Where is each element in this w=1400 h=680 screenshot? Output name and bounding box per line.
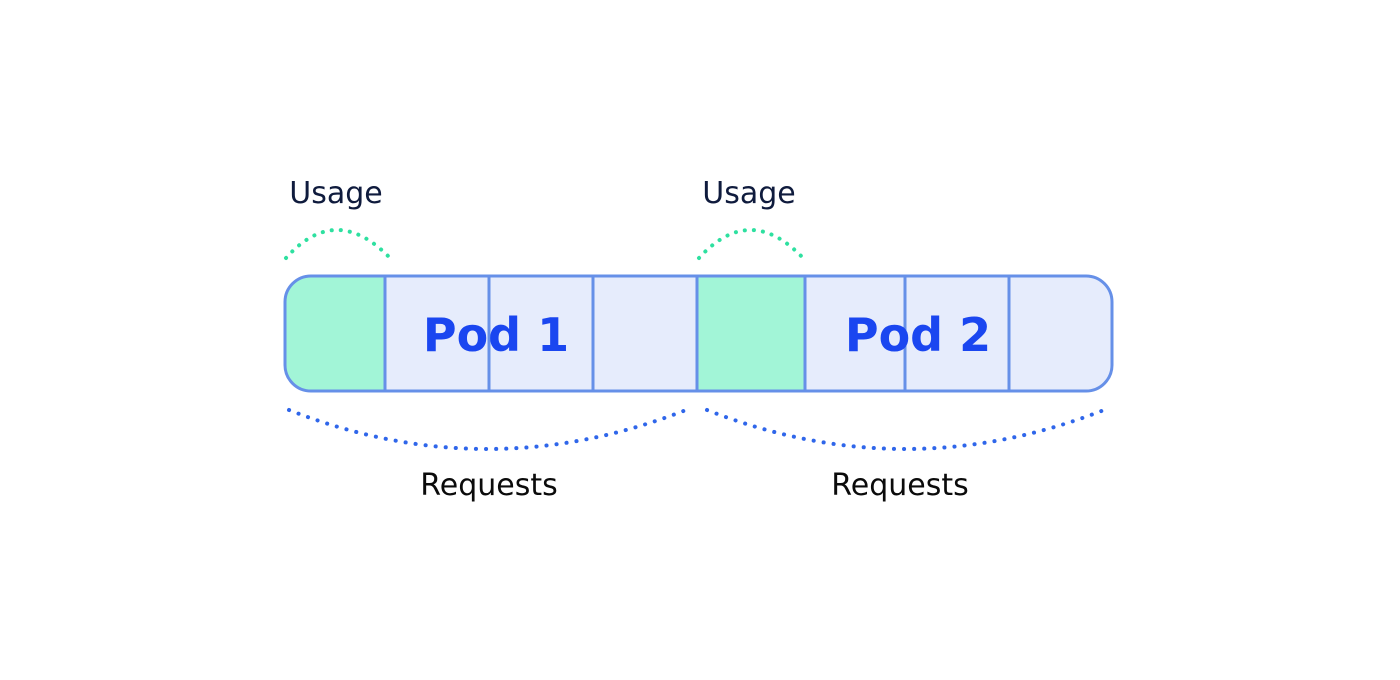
pod-1-label: Pod 1 (423, 308, 569, 362)
pod-2-usage-segment (697, 276, 805, 391)
pod-1-usage-segment (285, 276, 385, 391)
pod-1-requests-arc (287, 408, 688, 451)
pod-2-usage-arc (697, 228, 805, 260)
pod-2-usage-label: Usage (702, 176, 795, 211)
pod-1-usage-arc (284, 228, 392, 260)
pod-1-requests-label: Requests (420, 468, 558, 503)
resource-bar-border (283, 274, 1114, 393)
pod-2-requests-arc (705, 408, 1106, 451)
pod-1-usage-label: Usage (289, 176, 382, 211)
pod-2-requests-label: Requests (831, 468, 969, 503)
pod-2-label: Pod 2 (845, 308, 991, 362)
